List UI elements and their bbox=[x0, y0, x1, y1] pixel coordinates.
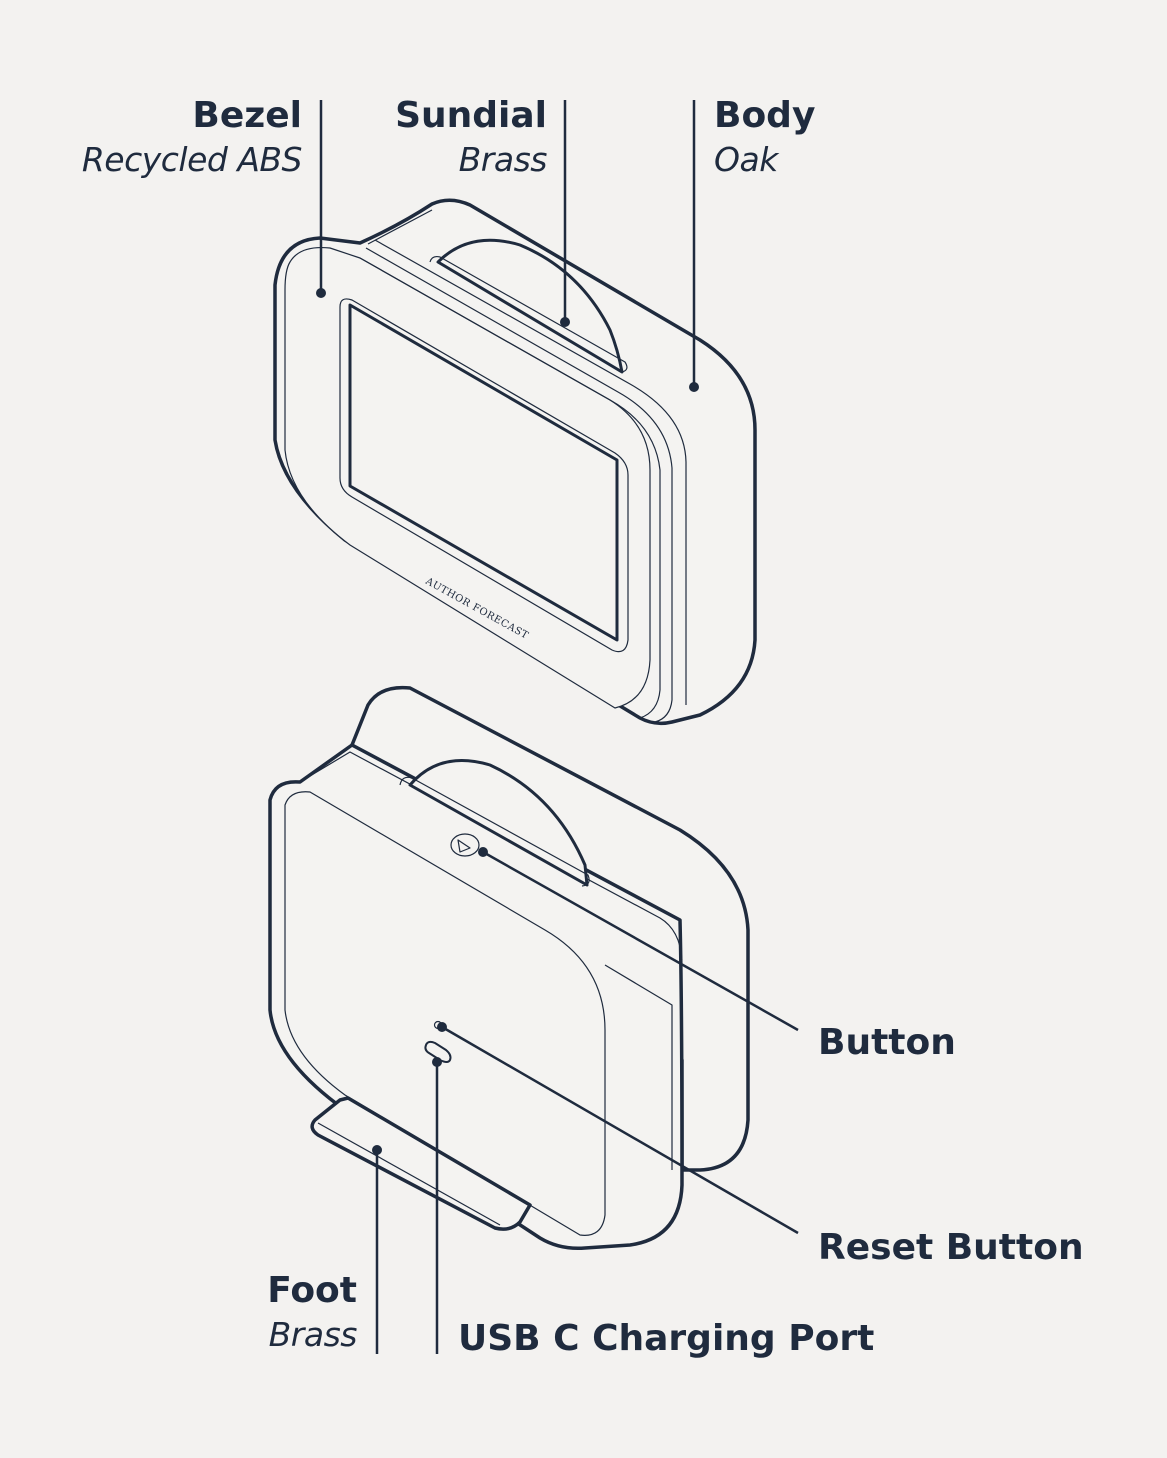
bezel-title: Bezel bbox=[192, 95, 302, 136]
button-label: Button bbox=[818, 1022, 956, 1064]
usb-port-title: USB C Charging Port bbox=[458, 1318, 875, 1359]
reset-button-label: Reset Button bbox=[818, 1227, 1084, 1269]
bezel-side-layer-2 bbox=[365, 247, 673, 723]
foot-leader-dot bbox=[372, 1145, 382, 1155]
sundial-label: Sundial Brass bbox=[395, 95, 547, 183]
back-sundial-slot bbox=[399, 776, 590, 887]
usb-port-label: USB C Charging Port bbox=[458, 1318, 874, 1360]
body-leader-dot bbox=[689, 382, 699, 392]
screen-panel bbox=[348, 303, 619, 642]
leader-lines bbox=[316, 100, 799, 1354]
sundial-disc bbox=[436, 238, 624, 374]
foot-title: Foot bbox=[267, 1270, 357, 1311]
sundial-leader-dot bbox=[560, 317, 570, 327]
sundial-material: Brass bbox=[458, 140, 548, 179]
back-side-layer-1 bbox=[299, 751, 683, 961]
body-label: Body Oak bbox=[714, 95, 815, 183]
bezel-side-layer-1 bbox=[359, 257, 661, 719]
back-side-layer-2 bbox=[604, 964, 673, 1170]
button-leader bbox=[482, 850, 799, 1032]
back-sundial-disc bbox=[408, 759, 589, 887]
usb-leader-dot bbox=[432, 1057, 442, 1067]
front-device: AUTHOR FORECAST bbox=[273, 198, 757, 726]
reset-leader bbox=[441, 1025, 799, 1235]
bezel-leader-dot bbox=[316, 288, 326, 298]
top-button-mark bbox=[457, 839, 471, 853]
reset-button-title: Reset Button bbox=[818, 1227, 1084, 1268]
bezel-side-layer-3 bbox=[374, 239, 687, 705]
screen-outer-frame bbox=[339, 298, 629, 653]
back-device bbox=[268, 685, 750, 1251]
bezel-label: Bezel Recycled ABS bbox=[81, 95, 303, 183]
reset-leader-dot bbox=[437, 1022, 447, 1032]
foot-edge bbox=[317, 1122, 501, 1226]
foot-material: Brass bbox=[268, 1315, 358, 1354]
button-leader-dot bbox=[478, 847, 488, 857]
bezel-face bbox=[284, 246, 651, 709]
body-title: Body bbox=[714, 95, 816, 136]
body-top-lip bbox=[367, 209, 433, 245]
body-material: Oak bbox=[714, 140, 778, 179]
foot-label: Foot Brass bbox=[267, 1270, 357, 1358]
bezel-material: Recycled ABS bbox=[81, 140, 303, 179]
sundial-slot bbox=[429, 255, 628, 373]
sundial-title: Sundial bbox=[395, 95, 547, 136]
button-title: Button bbox=[818, 1022, 956, 1063]
usb-c-port bbox=[424, 1040, 452, 1063]
foot-plate bbox=[310, 1096, 532, 1231]
